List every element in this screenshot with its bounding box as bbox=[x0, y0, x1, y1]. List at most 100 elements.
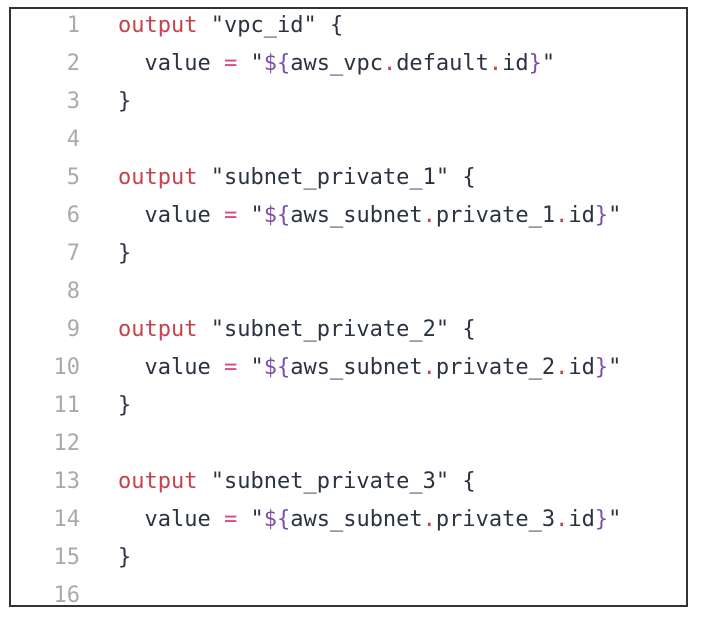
line-content: output "vpc_id" { bbox=[118, 7, 343, 45]
token-dot: . bbox=[422, 507, 436, 532]
token-plain: { bbox=[449, 317, 476, 342]
token-str: "subnet_private_3" bbox=[210, 469, 450, 494]
line-number: 6 bbox=[66, 203, 80, 228]
token-kw: output bbox=[118, 165, 198, 190]
token-str: private_3 bbox=[435, 507, 556, 532]
token-plain: } bbox=[118, 545, 132, 570]
token-interp: ${ bbox=[263, 507, 291, 532]
line-number: 5 bbox=[66, 165, 80, 190]
token-plain: } bbox=[118, 89, 132, 114]
line-content: value = "${aws_subnet.private_2.id}" bbox=[118, 349, 621, 387]
line-content: output "subnet_private_3" { bbox=[118, 463, 476, 501]
token-kw: output bbox=[118, 317, 198, 342]
code-line[interactable]: 9 output "subnet_private_2" { bbox=[11, 311, 621, 349]
token-interp: ${ bbox=[263, 203, 291, 228]
line-number: 13 bbox=[53, 469, 81, 494]
token-str: aws_subnet bbox=[290, 507, 423, 532]
token-plain bbox=[237, 507, 250, 532]
token-dot: . bbox=[555, 355, 569, 380]
token-plain bbox=[237, 203, 250, 228]
token-plain: { bbox=[449, 469, 476, 494]
token-str: " bbox=[250, 355, 264, 380]
token-plain bbox=[197, 13, 210, 38]
line-number: 16 bbox=[53, 583, 81, 608]
code-line[interactable]: 16 bbox=[11, 577, 621, 615]
token-str: "subnet_private_2" bbox=[210, 317, 450, 342]
line-content: } bbox=[118, 235, 131, 273]
token-plain bbox=[197, 165, 210, 190]
line-number: 11 bbox=[53, 393, 81, 418]
token-plain: { bbox=[316, 13, 344, 38]
code-line[interactable]: 13 output "subnet_private_3" { bbox=[11, 463, 621, 501]
token-str: aws_subnet bbox=[290, 355, 423, 380]
token-plain bbox=[237, 355, 250, 380]
line-content: value = "${aws_vpc.default.id}" bbox=[118, 45, 555, 83]
code-line[interactable]: 2 value = "${aws_vpc.default.id}" bbox=[11, 45, 621, 83]
token-plain: } bbox=[118, 241, 132, 266]
token-interp: } bbox=[594, 355, 609, 380]
code-line[interactable]: 8 bbox=[11, 273, 621, 311]
line-number: 2 bbox=[66, 51, 80, 76]
code-line[interactable]: 3} bbox=[11, 83, 621, 121]
line-content: } bbox=[118, 83, 131, 121]
code-line[interactable]: 5 output "subnet_private_1" { bbox=[11, 159, 621, 197]
token-kw: output bbox=[118, 13, 198, 38]
code-line[interactable]: 4 bbox=[11, 121, 621, 159]
code-line[interactable]: 7} bbox=[11, 235, 621, 273]
token-str: " bbox=[541, 51, 556, 76]
code-line[interactable]: 14 value = "${aws_subnet.private_3.id}" bbox=[11, 501, 622, 539]
token-dot: . bbox=[555, 203, 569, 228]
line-number: 14 bbox=[53, 507, 81, 532]
token-interp: ${ bbox=[263, 51, 291, 76]
token-plain: value bbox=[118, 507, 224, 532]
line-number: 9 bbox=[66, 317, 80, 342]
code-line[interactable]: 12 bbox=[11, 425, 621, 463]
token-op: = bbox=[223, 355, 238, 380]
line-number: 15 bbox=[53, 545, 81, 570]
token-plain: { bbox=[449, 165, 476, 190]
token-str: " bbox=[250, 203, 264, 228]
token-str: private_1 bbox=[435, 203, 556, 228]
token-plain bbox=[197, 317, 210, 342]
code-line[interactable]: 10 value = "${aws_subnet.private_2.id}" bbox=[11, 349, 622, 387]
code-line[interactable]: 15} bbox=[11, 539, 621, 577]
line-content: } bbox=[118, 539, 131, 577]
token-plain bbox=[237, 51, 250, 76]
token-interp: } bbox=[594, 203, 609, 228]
token-str: id bbox=[502, 51, 529, 76]
token-plain: value bbox=[118, 355, 224, 380]
token-dot: . bbox=[422, 203, 436, 228]
line-content: output "subnet_private_1" { bbox=[118, 159, 476, 197]
line-content: value = "${aws_subnet.private_3.id}" bbox=[118, 501, 621, 539]
token-str: aws_vpc bbox=[290, 51, 383, 76]
token-str: id bbox=[568, 355, 595, 380]
token-str: " bbox=[608, 203, 622, 228]
token-str: " bbox=[608, 507, 622, 532]
token-plain: } bbox=[118, 393, 132, 418]
line-number: 8 bbox=[66, 279, 80, 304]
token-dot: . bbox=[382, 51, 397, 76]
token-str: " bbox=[250, 51, 264, 76]
token-op: = bbox=[223, 51, 238, 76]
line-content: } bbox=[118, 387, 131, 425]
token-str: id bbox=[568, 203, 595, 228]
line-number: 3 bbox=[66, 89, 80, 114]
token-str: " bbox=[608, 355, 622, 380]
token-str: "vpc_id" bbox=[210, 13, 317, 38]
line-content: value = "${aws_subnet.private_1.id}" bbox=[118, 197, 621, 235]
token-dot: . bbox=[555, 507, 569, 532]
token-str: " bbox=[250, 507, 264, 532]
token-dot: . bbox=[488, 51, 503, 76]
code-line[interactable]: 6 value = "${aws_subnet.private_1.id}" bbox=[11, 197, 622, 235]
line-number: 7 bbox=[66, 241, 80, 266]
token-plain: value bbox=[118, 203, 224, 228]
token-str: private_2 bbox=[435, 355, 556, 380]
code-line[interactable]: 11} bbox=[11, 387, 621, 425]
token-str: id bbox=[568, 507, 595, 532]
code-line[interactable]: 1 output "vpc_id" { bbox=[11, 7, 621, 45]
line-number: 1 bbox=[66, 13, 80, 38]
token-op: = bbox=[223, 507, 238, 532]
token-plain: value bbox=[118, 51, 224, 76]
